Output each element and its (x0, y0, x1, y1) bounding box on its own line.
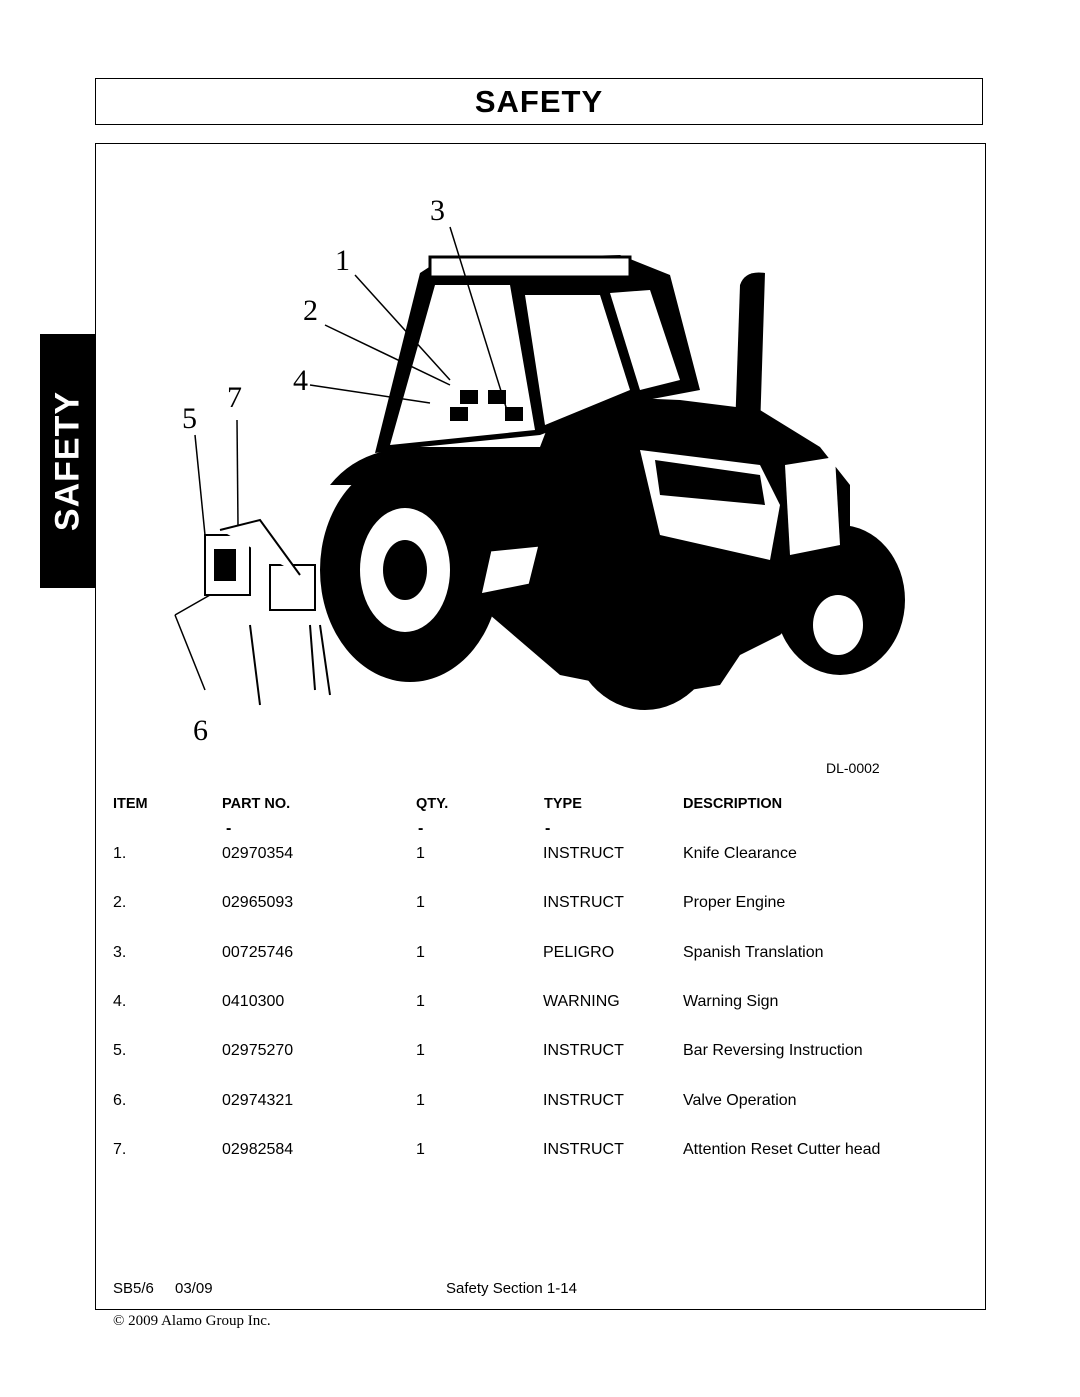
cell-type: PELIGRO (543, 944, 615, 961)
col-header-item: ITEM (113, 796, 148, 812)
cell-qty: 1 (416, 894, 425, 911)
footer-section: Safety Section 1-14 (446, 1280, 577, 1297)
cell-qty: 1 (416, 845, 425, 862)
cell-part: 02974321 (222, 1092, 294, 1109)
side-tab: SAFETY (40, 334, 95, 588)
cell-item: 1. (113, 845, 127, 862)
cell-part: 02970354 (222, 845, 294, 862)
cell-type: INSTRUCT (543, 1092, 624, 1109)
callout-4: 4 (293, 364, 308, 397)
col-header-qty: QTY. (416, 796, 449, 812)
valve-assembly (204, 518, 331, 706)
cell-qty: 1 (416, 1042, 425, 1059)
cell-part: 02965093 (222, 894, 294, 911)
callout-2: 2 (303, 294, 318, 327)
figure-ref: DL-0002 (826, 760, 880, 776)
cell-part: 02975270 (222, 1042, 294, 1059)
footer-date: 03/09 (175, 1280, 213, 1297)
cell-desc: Warning Sign (683, 993, 779, 1010)
cell-item: 3. (113, 944, 127, 961)
cell-qty: 1 (416, 993, 425, 1010)
callout-1: 1 (335, 244, 350, 277)
cell-item: 5. (113, 1042, 127, 1059)
dash-mark: - (418, 820, 424, 837)
tractor-illustration: 3 1 2 4 5 7 6 (174, 194, 905, 745)
footer-model: SB5/6 (113, 1280, 154, 1297)
copyright: © 2009 Alamo Group Inc. (113, 1313, 271, 1329)
cell-type: INSTRUCT (543, 845, 624, 862)
cell-part: 0410300 (222, 993, 285, 1010)
cell-part: 00725746 (222, 944, 294, 961)
cell-item: 6. (113, 1092, 127, 1109)
callout-3: 3 (430, 194, 445, 227)
cell-type: INSTRUCT (543, 894, 624, 911)
callout-6: 6 (193, 714, 208, 745)
cell-desc: Proper Engine (683, 894, 786, 911)
cell-type: INSTRUCT (543, 1141, 624, 1158)
dash-mark: - (545, 820, 551, 837)
cell-desc: Attention Reset Cutter head (683, 1141, 881, 1158)
cell-item: 4. (113, 993, 127, 1010)
cell-part: 02982584 (222, 1141, 294, 1158)
cell-qty: 1 (416, 1092, 425, 1109)
cell-qty: 1 (416, 1141, 425, 1158)
side-tab-label: SAFETY (48, 390, 86, 532)
cell-desc: Bar Reversing Instruction (683, 1042, 863, 1059)
col-header-description: DESCRIPTION (683, 796, 783, 812)
callout-5: 5 (182, 402, 197, 435)
cell-item: 7. (113, 1141, 127, 1158)
col-header-part: PART NO. (222, 796, 291, 812)
page-title-box: SAFETY (95, 78, 983, 125)
cell-desc: Valve Operation (683, 1092, 797, 1109)
page-title: SAFETY (474, 83, 604, 119)
cell-desc: Spanish Translation (683, 944, 824, 961)
cell-qty: 1 (416, 944, 425, 961)
col-header-type: TYPE (544, 796, 582, 812)
cell-desc: Knife Clearance (683, 845, 797, 862)
cell-type: INSTRUCT (543, 1042, 624, 1059)
dash-mark: - (226, 820, 232, 837)
content-frame (95, 143, 986, 1310)
cell-item: 2. (113, 894, 127, 911)
callout-7: 7 (227, 381, 242, 414)
cell-type: WARNING (543, 993, 620, 1010)
